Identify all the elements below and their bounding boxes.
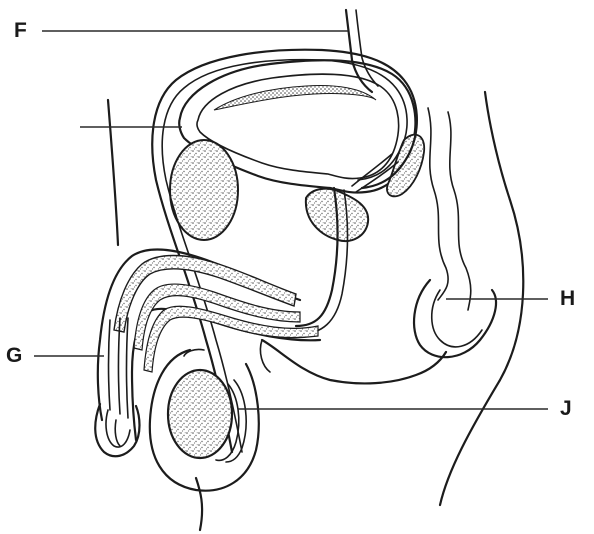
- pubic-bone: [170, 140, 238, 240]
- sacrum-curve-outer: [428, 108, 448, 300]
- testis: [168, 370, 232, 458]
- penile-stripe-1: [109, 320, 111, 410]
- urethral-meatus: [115, 420, 120, 446]
- penile-stripe-2: [119, 318, 121, 414]
- bladder-wall-stipple: [214, 86, 376, 110]
- label-j: J: [560, 398, 572, 419]
- rectum-outline: [414, 280, 496, 357]
- front-body-outline: [108, 100, 118, 245]
- thigh-outline: [196, 478, 202, 530]
- spermatic-cord-top-inner: [356, 10, 378, 86]
- label-g: G: [6, 345, 22, 366]
- label-h: H: [560, 288, 575, 309]
- perineum-outline: [262, 340, 446, 383]
- penile-stripe-3: [127, 318, 129, 418]
- label-f: F: [14, 20, 27, 41]
- sacrum-curve-inner: [448, 112, 471, 310]
